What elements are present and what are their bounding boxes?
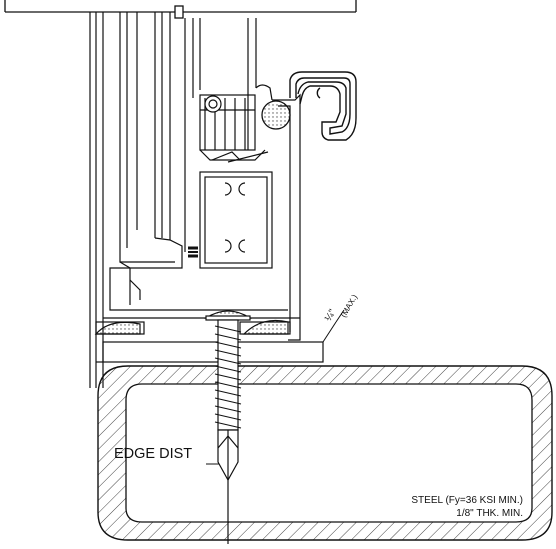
shim bbox=[96, 341, 324, 363]
top-substrate bbox=[4, 0, 357, 19]
mullion-profile bbox=[89, 12, 257, 388]
setting-gaskets bbox=[94, 319, 291, 335]
shim-max-label: (MAX.) bbox=[339, 293, 359, 319]
glazing-stop bbox=[199, 94, 269, 163]
steel-spec-line-1: STEEL (Fy=36 KSI MIN.) bbox=[411, 495, 523, 506]
shim-dimension bbox=[322, 309, 345, 343]
self-drilling-screw bbox=[203, 310, 253, 544]
foam-gasket bbox=[261, 100, 291, 130]
thermal-break-box bbox=[188, 171, 273, 269]
edge-distance-label: EDGE DIST bbox=[114, 446, 192, 462]
shim-value-label: ¼" bbox=[322, 307, 339, 324]
snap-cover bbox=[289, 71, 357, 141]
anchor-clip bbox=[119, 261, 141, 305]
steel-spec-line-2: 1/8" THK. MIN. bbox=[456, 508, 523, 519]
